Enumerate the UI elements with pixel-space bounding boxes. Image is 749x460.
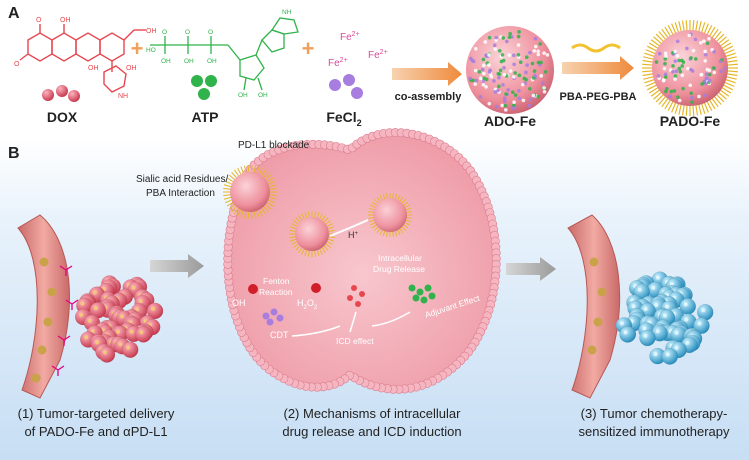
svg-text:OH: OH xyxy=(184,58,194,65)
antibody-icons-left xyxy=(51,265,79,376)
svg-text:Fe2+: Fe2+ xyxy=(328,57,348,69)
ado-fe-nanoparticle xyxy=(466,26,554,114)
blood-vessel-left xyxy=(17,214,70,399)
adjuvant-arrow xyxy=(371,311,411,327)
co-assembly-arrow xyxy=(392,62,462,86)
oh-label: OH xyxy=(232,298,246,308)
caption-3-line2: sensitized immunotherapy xyxy=(578,424,730,439)
caption-2-line1: (2) Mechanisms of intracellular xyxy=(283,406,461,421)
fe-ball-2 xyxy=(343,74,355,86)
pado-fe-internalized-particle xyxy=(289,211,335,257)
svg-text:OH: OH xyxy=(146,28,157,35)
atp-atom-labels: HO O O O OH OH OH NH OH OH xyxy=(146,9,292,99)
svg-text:O: O xyxy=(162,29,167,36)
peg-polymer-icon xyxy=(571,43,621,53)
fe-ball-3 xyxy=(351,87,363,99)
dox-release-cluster xyxy=(347,285,365,307)
svg-text:O: O xyxy=(14,61,20,68)
pado-fe-binding-particle xyxy=(223,165,277,219)
fe-reaction-ball-2 xyxy=(311,283,321,293)
internalization-arrow xyxy=(329,219,369,237)
svg-text:OH: OH xyxy=(207,58,217,65)
tumor-cluster-red xyxy=(74,275,164,363)
cdt-arrow xyxy=(291,325,341,337)
panel-a-letter: A xyxy=(8,5,20,22)
icd-effect-label: ICD effect xyxy=(336,336,374,346)
co-assembly-label: co-assembly xyxy=(395,91,463,103)
blood-vessel-right xyxy=(567,214,621,399)
dox-structure xyxy=(19,24,146,93)
sialic-acid-label-line2: PBA Interaction xyxy=(146,188,215,199)
atp-ball-3 xyxy=(198,88,210,100)
ado-fe-label: ADO-Fe xyxy=(484,113,536,129)
atp-release-cluster xyxy=(408,284,436,304)
cdt-label: CDT xyxy=(270,330,289,340)
pado-fe-release-particle xyxy=(368,193,412,237)
svg-text:HO: HO xyxy=(146,47,156,54)
tumor-cluster-blue xyxy=(615,271,714,365)
fe-reaction-ball-1 xyxy=(248,284,258,294)
plus-sign-2: + xyxy=(302,36,315,61)
svg-text:OH: OH xyxy=(60,17,71,24)
plus-sign-1: + xyxy=(131,36,144,61)
sialic-acid-label-line1: Sialic acid Residues/ xyxy=(136,174,228,185)
atp-ball-2 xyxy=(205,75,217,87)
vessel-nanoparticles-right xyxy=(587,257,607,355)
intracellular-label-line1: Intracellular xyxy=(378,253,422,263)
svg-text:OH: OH xyxy=(258,92,268,99)
pdl1-blockade-label: PD-L1 blockade xyxy=(238,140,310,151)
svg-text:O: O xyxy=(36,17,42,24)
dox-ball-2 xyxy=(56,85,68,97)
dox-label: DOX xyxy=(47,109,78,125)
caption-1-line1: (1) Tumor-targeted delivery xyxy=(18,406,175,421)
dox-ball-1 xyxy=(42,89,54,101)
atp-ball-1 xyxy=(191,75,203,87)
h-plus-label: H+ xyxy=(348,230,359,240)
pado-fe-nanoparticle xyxy=(642,20,738,116)
h2o2-label: H2O2 xyxy=(297,298,318,311)
fe-ball-1 xyxy=(329,79,341,91)
fenton-label-line1: Fenton xyxy=(263,276,290,286)
atp-label: ATP xyxy=(192,109,219,125)
fecl2-label: FeCl2 xyxy=(326,109,361,128)
svg-text:O: O xyxy=(208,29,213,36)
panel-b-letter: B xyxy=(8,145,20,162)
svg-text:OH: OH xyxy=(126,65,137,72)
svg-text:Fe2+: Fe2+ xyxy=(340,31,360,43)
svg-text:NH: NH xyxy=(282,9,292,16)
pado-fe-label: PADO-Fe xyxy=(660,113,721,129)
svg-text:Fe2+: Fe2+ xyxy=(368,49,388,61)
svg-text:OH: OH xyxy=(88,65,99,72)
peg-label: PBA-PEG-PBA xyxy=(559,91,636,103)
svg-text:O: O xyxy=(185,29,190,36)
caption-1-line2: of PADO-Fe and αPD-L1 xyxy=(24,424,167,439)
icd-arrow xyxy=(349,311,357,333)
caption-2-line2: drug release and ICD induction xyxy=(282,424,461,439)
atp-structure xyxy=(150,17,299,91)
tumor-cell xyxy=(223,128,501,394)
fe-ion-labels: Fe2+ Fe2+ Fe2+ xyxy=(328,31,388,69)
fenton-label-line2: Reaction xyxy=(259,287,293,297)
intracellular-label-line2: Drug Release xyxy=(373,264,425,274)
fe-purple-cluster xyxy=(262,308,284,326)
process-arrow-1 xyxy=(150,254,204,278)
vessel-nanoparticles-left xyxy=(31,257,57,383)
caption-3-line1: (3) Tumor chemotherapy- xyxy=(581,406,728,421)
dox-ball-3 xyxy=(68,90,80,102)
process-arrow-2 xyxy=(506,257,556,281)
peg-arrow xyxy=(562,56,634,80)
svg-text:OH: OH xyxy=(161,58,171,65)
svg-text:OH: OH xyxy=(238,92,248,99)
svg-text:NH: NH xyxy=(118,93,128,100)
